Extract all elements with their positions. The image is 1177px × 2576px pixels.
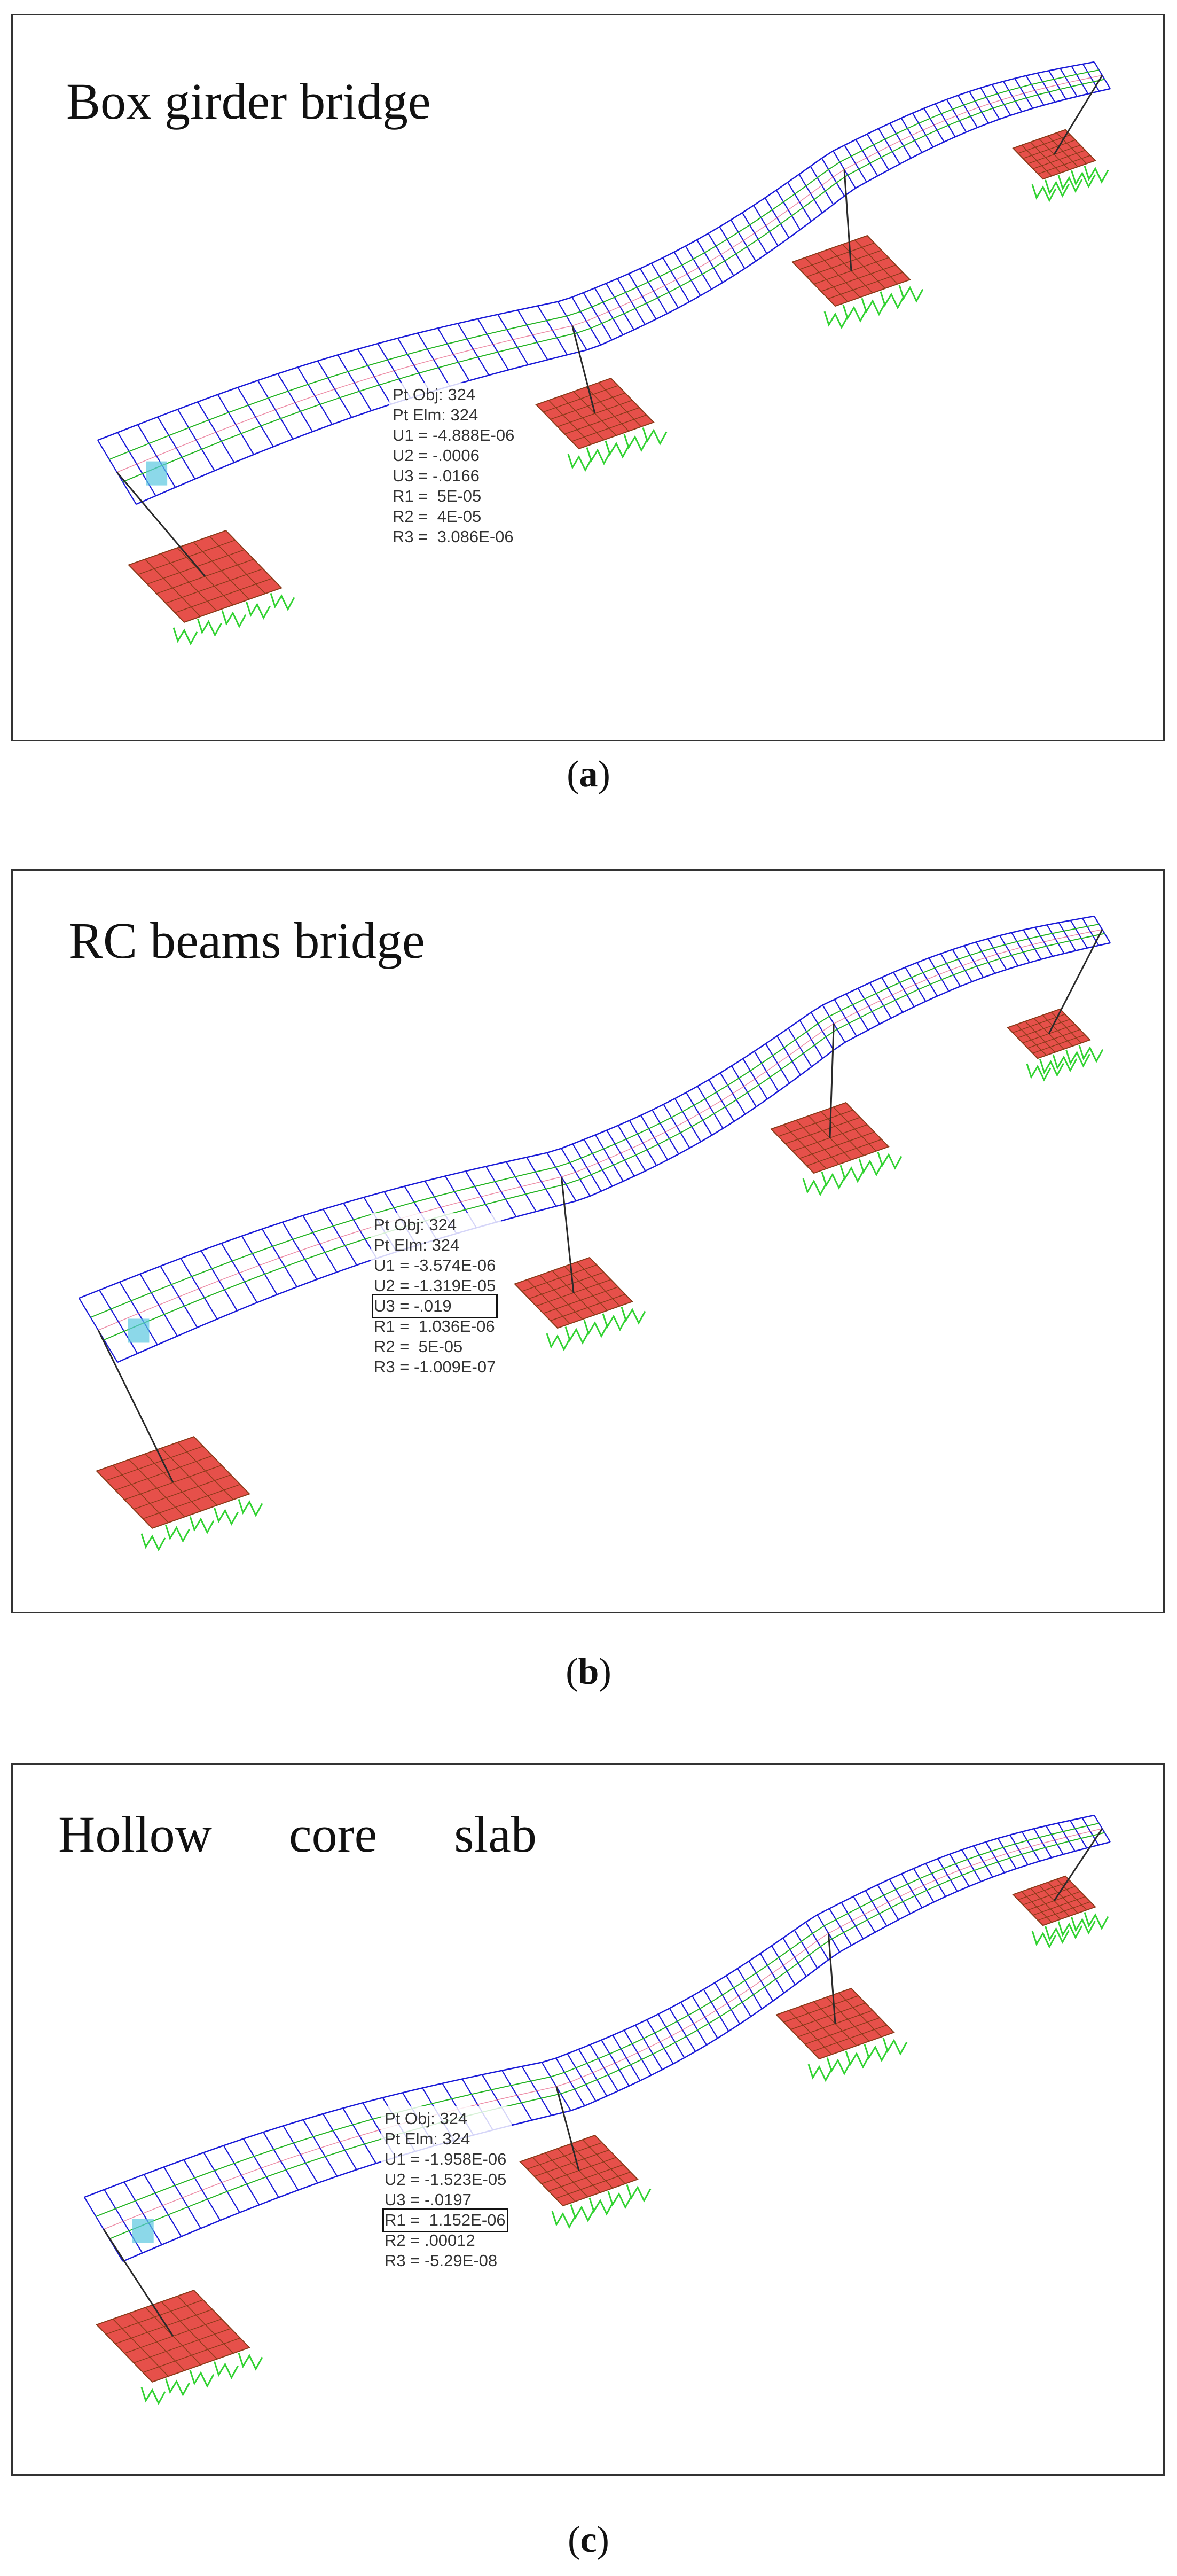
pier [1053, 1828, 1103, 1901]
footing [96, 2290, 263, 2406]
footing [96, 1436, 263, 1552]
panel-b: RC beams bridge Pt Obj: 324 Pt Elm: 324 … [11, 869, 1165, 1613]
u3-value-highlighted: U3 = -.019 [371, 1294, 498, 1318]
selected-joint-marker [146, 461, 168, 486]
u1-value: U1 = -4.888E-06 [393, 426, 515, 444]
caption-a: (a) [567, 754, 610, 795]
footing [514, 1256, 646, 1352]
u3-value: U3 = -.0166 [393, 466, 480, 485]
bridge-model-b [79, 915, 1111, 1552]
u3-value: U3 = -.0197 [385, 2190, 472, 2209]
caption-letter: b [578, 1651, 599, 1692]
joint-info-box: Pt Obj: 324 Pt Elm: 324 U1 = -3.574E-06 … [371, 1213, 501, 1379]
r3-value: R3 = -5.29E-08 [385, 2251, 498, 2270]
pier [843, 169, 852, 271]
caption-letter: c [580, 2519, 597, 2561]
r2-value: R2 = .00012 [385, 2231, 475, 2250]
bridge-deck [97, 61, 1111, 505]
r3-value: R3 = 3.086E-06 [393, 527, 514, 546]
pier [1048, 929, 1103, 1034]
caption-b: (b) [566, 1651, 611, 1692]
pier [1053, 75, 1103, 155]
bridge-deck [84, 1814, 1111, 2262]
pier [555, 2086, 580, 2171]
caption-c: (c) [568, 2519, 609, 2561]
pier [97, 1330, 174, 1483]
r1-value-highlighted: R1 = 1.152E-06 [382, 2208, 509, 2232]
footing [775, 1987, 908, 2082]
pt-obj-label: Pt Obj: 324 [393, 385, 476, 404]
pt-elm-label: Pt Elm: 324 [385, 2129, 470, 2148]
footing [791, 235, 924, 330]
joint-info-box: Pt Obj: 324 Pt Elm: 324 U1 = -4.888E-06 … [389, 383, 520, 549]
pier [571, 325, 596, 414]
pt-elm-label: Pt Elm: 324 [374, 1236, 460, 1254]
r2-value: R2 = 4E-05 [393, 507, 482, 526]
selected-joint-marker [128, 1318, 150, 1343]
footing [535, 377, 668, 472]
r1-value: R1 = 5E-05 [393, 487, 482, 505]
pier [829, 1024, 835, 1138]
u1-value: U1 = -1.958E-06 [385, 2150, 507, 2168]
r2-value: R2 = 5E-05 [374, 1337, 463, 1356]
bridge-model-c [84, 1814, 1111, 2406]
r1-value: R1 = 1.036E-06 [374, 1317, 495, 1336]
panel-a: Box girder bridge Pt Obj: 324 Pt Elm: 32… [11, 14, 1165, 741]
selected-joint-marker [132, 2219, 154, 2243]
pt-obj-label: Pt Obj: 324 [374, 1215, 457, 1234]
pt-obj-label: Pt Obj: 324 [385, 2109, 468, 2128]
footing [1012, 1875, 1109, 1949]
r3-value: R3 = -1.009E-07 [374, 1357, 496, 1376]
u2-value: U2 = -1.523E-05 [385, 2170, 507, 2189]
pier [103, 2229, 174, 2337]
footing [519, 2134, 652, 2229]
footing [128, 530, 295, 646]
u2-value: U2 = -1.319E-05 [374, 1276, 496, 1295]
panel-c: Hollow core slab Pt Obj: 324 Pt Elm: 324… [11, 1763, 1165, 2476]
panel-title: Box girder bridge [66, 73, 431, 130]
panel-title: Hollow core slab [58, 1806, 537, 1863]
bridge-model-a [97, 61, 1111, 646]
u2-value: U2 = -.0006 [393, 446, 480, 465]
pier [827, 1933, 836, 2024]
caption-letter: a [579, 754, 598, 795]
pt-elm-label: Pt Elm: 324 [393, 405, 478, 424]
panel-title: RC beams bridge [69, 912, 425, 969]
pier [560, 1176, 575, 1293]
u1-value: U1 = -3.574E-06 [374, 1256, 496, 1275]
joint-info-box: Pt Obj: 324 Pt Elm: 324 U1 = -1.958E-06 … [381, 2106, 512, 2273]
footing [770, 1102, 903, 1197]
footing [1012, 129, 1109, 202]
pier [116, 472, 206, 577]
